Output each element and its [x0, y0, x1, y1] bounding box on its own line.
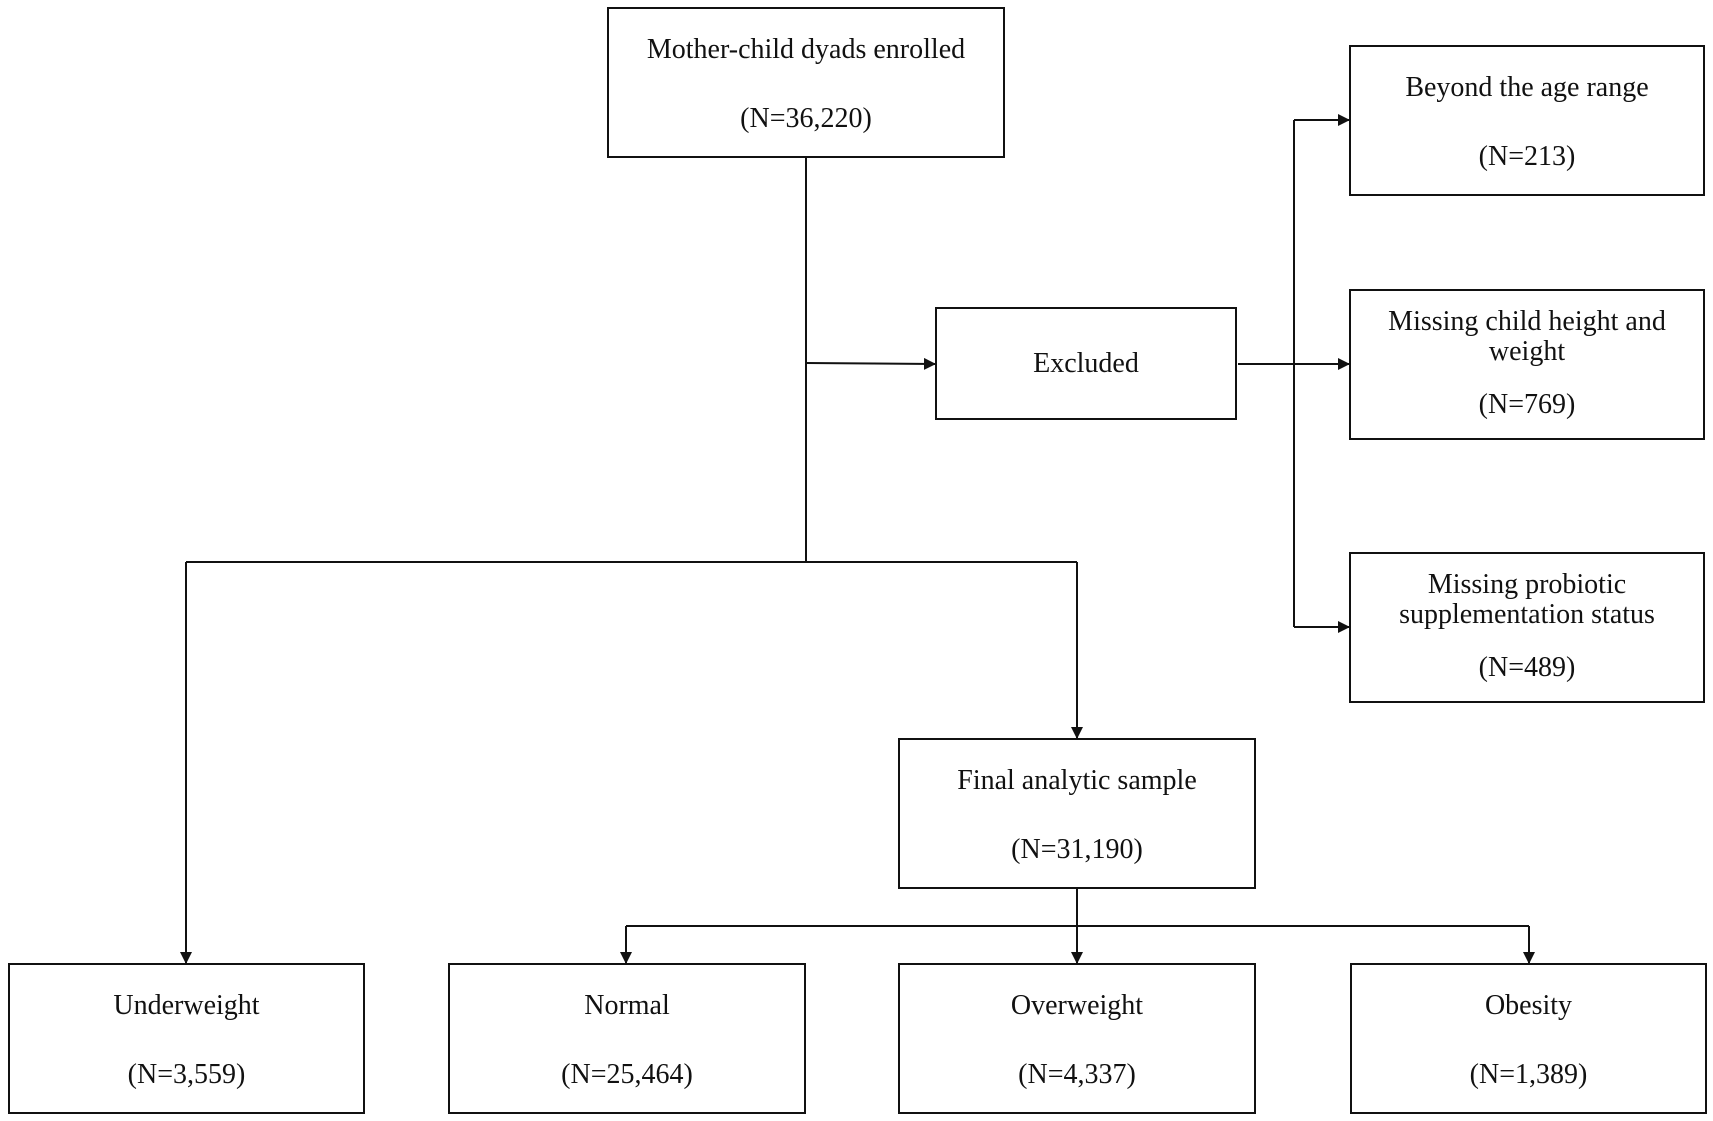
age-range-label: Beyond the age range: [1405, 72, 1649, 103]
box-missing-probiotic: Missing probiotic supplementation status…: [1349, 552, 1705, 703]
box-normal: Normal (N=25,464): [448, 963, 806, 1114]
obesity-label: Obesity: [1484, 990, 1573, 1021]
box-age-range: Beyond the age range (N=213): [1349, 45, 1705, 196]
underweight-count: (N=3,559): [127, 1059, 246, 1090]
normal-label: Normal: [584, 990, 670, 1021]
enrolled-label: Mother-child dyads enrolled: [646, 34, 966, 65]
overweight-label: Overweight: [1010, 990, 1144, 1021]
obesity-count: (N=1,389): [1469, 1059, 1588, 1090]
box-enrolled: Mother-child dyads enrolled (N=36,220): [607, 7, 1005, 158]
enrolled-count: (N=36,220): [740, 103, 872, 134]
box-underweight: Underweight (N=3,559): [8, 963, 365, 1114]
missing-height-weight-label: Missing child height and weight: [1388, 306, 1666, 367]
underweight-label: Underweight: [113, 990, 260, 1021]
final-sample-label: Final analytic sample: [957, 765, 1197, 796]
overweight-count: (N=4,337): [1018, 1059, 1136, 1090]
excluded-label: Excluded: [1033, 347, 1139, 379]
box-overweight: Overweight (N=4,337): [898, 963, 1256, 1114]
missing-probiotic-count: (N=489): [1478, 652, 1576, 683]
missing-height-weight-count: (N=769): [1478, 389, 1576, 420]
box-obesity: Obesity (N=1,389): [1350, 963, 1707, 1114]
normal-count: (N=25,464): [561, 1059, 693, 1090]
box-excluded: Excluded: [935, 307, 1237, 420]
age-range-count: (N=213): [1478, 141, 1576, 172]
final-sample-count: (N=31,190): [1011, 834, 1143, 865]
missing-probiotic-label: Missing probiotic supplementation status: [1399, 569, 1655, 630]
box-missing-height-weight: Missing child height and weight (N=769): [1349, 289, 1705, 440]
arrow-to-excluded: [805, 357, 936, 370]
box-final-sample: Final analytic sample (N=31,190): [898, 738, 1256, 889]
